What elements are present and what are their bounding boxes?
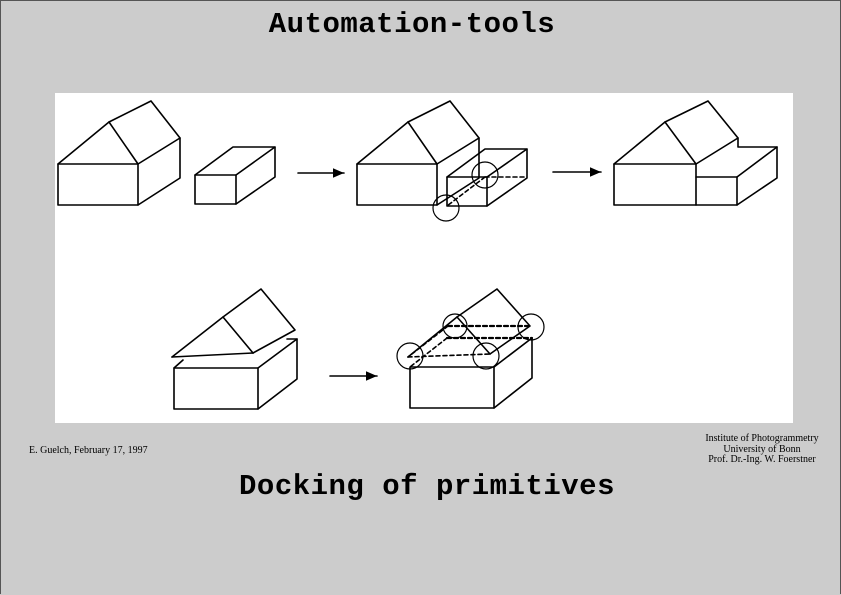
roof-primitive-2: [407, 288, 532, 358]
institute-line: Institute of Photogrammetry: [705, 433, 819, 444]
box-primitive-2: [446, 148, 528, 207]
university-line: University of Bonn: [723, 443, 801, 455]
dock-point-d: [472, 342, 500, 370]
author-date: E. Guelch, February 17, 1997: [29, 445, 148, 456]
professor-line: Prof. Dr.-Ing. W. Foerstner: [708, 454, 816, 465]
house-primitive-2: [356, 100, 480, 206]
slide-title: Automation-tools: [268, 8, 556, 41]
dock-point-a: [442, 313, 468, 339]
roof-primitive-1: [171, 288, 296, 358]
merged-building: [613, 100, 778, 206]
docking-diagram: [57, 100, 778, 410]
dock-point-upper: [471, 161, 499, 189]
dock-point-lower: [432, 194, 460, 222]
block-primitive-2: [409, 336, 534, 409]
box-primitive-1: [194, 146, 276, 205]
dock-point-c: [396, 342, 424, 370]
diagram-panel: [55, 93, 793, 423]
slide-subtitle: Docking of primitives: [239, 470, 615, 503]
house-primitive-1: [57, 100, 181, 206]
dock-point-b: [517, 313, 545, 341]
institute-block: Institute of Photogrammetry University o…: [690, 433, 834, 466]
block-primitive-1: [173, 338, 298, 410]
